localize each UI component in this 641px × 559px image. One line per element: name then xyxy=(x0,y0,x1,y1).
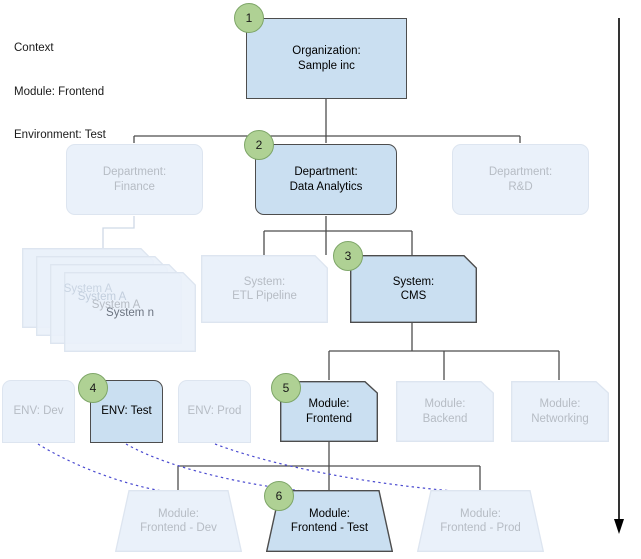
system-stack-label-3: System A xyxy=(91,299,141,311)
node-env-prod[interactable]: ENV: Prod xyxy=(178,380,251,443)
node-department-data-analytics-label: Department: Data Analytics xyxy=(289,166,363,193)
node-system-cms-shape xyxy=(350,255,477,323)
system-stack-sheet-4 xyxy=(64,272,196,352)
context-title: Context xyxy=(14,42,54,54)
node-module-frontend-shape xyxy=(280,381,378,442)
node-module-frontend-test[interactable]: Module: Frontend - Test xyxy=(266,490,393,552)
node-module-backend-label: Module: Backend xyxy=(422,398,468,425)
node-module-frontend-dev[interactable]: Module: Frontend - Dev xyxy=(115,490,242,552)
step-badge-4-number: 4 xyxy=(89,381,97,395)
node-module-backend[interactable]: Module: Backend xyxy=(396,381,494,442)
context-environment: Environment: Test xyxy=(14,129,106,141)
node-module-networking-shape xyxy=(511,381,609,442)
system-stack-label-1: System A xyxy=(63,283,113,295)
node-system-cms[interactable]: System: CMS xyxy=(350,255,477,323)
node-system-etl-pipeline[interactable]: System: ETL Pipeline xyxy=(201,255,328,323)
node-organization-label: Organization: Sample inc xyxy=(292,45,361,72)
node-env-prod-label: ENV: Prod xyxy=(187,405,242,418)
context-legend: Context Module: Frontend Environment: Te… xyxy=(14,12,106,172)
node-department-rnd[interactable]: Department: R&D xyxy=(452,144,589,215)
node-module-frontend[interactable]: Module: Frontend xyxy=(280,381,378,442)
node-env-dev-label: ENV: Dev xyxy=(13,405,64,418)
system-stack-label-2: System A xyxy=(77,291,127,303)
step-badge-2: 2 xyxy=(244,130,274,160)
node-department-rnd-label: Department: R&D xyxy=(488,166,553,193)
node-module-frontend-prod-shape xyxy=(417,490,544,552)
node-module-frontend-dev-label: Module: Frontend - Dev xyxy=(140,507,217,535)
node-module-networking[interactable]: Module: Networking xyxy=(511,381,609,442)
node-department-data-analytics[interactable]: Department: Data Analytics xyxy=(255,144,397,215)
node-module-backend-shape xyxy=(396,381,494,442)
node-module-frontend-prod[interactable]: Module: Frontend - Prod xyxy=(417,490,544,552)
step-badge-3-number: 3 xyxy=(344,249,352,263)
node-module-frontend-label: Module: Frontend xyxy=(305,398,353,425)
node-module-frontend-prod-label: Module: Frontend - Prod xyxy=(440,507,521,535)
system-stack-label-4: System n xyxy=(106,307,154,319)
node-system-stack[interactable]: System A System A System A System n xyxy=(22,248,196,353)
node-organization[interactable]: Organization: Sample inc xyxy=(246,18,407,99)
node-system-etl-pipeline-shape xyxy=(201,255,328,323)
step-badge-5-number: 5 xyxy=(282,381,290,395)
node-env-dev[interactable]: ENV: Dev xyxy=(2,380,75,443)
step-badge-1: 1 xyxy=(234,3,264,33)
node-module-frontend-test-shape xyxy=(266,490,393,552)
step-badge-3: 3 xyxy=(333,241,363,271)
step-badge-6-number: 6 xyxy=(275,489,283,503)
node-department-finance-label: Department: Finance xyxy=(102,166,167,193)
node-module-frontend-dev-shape xyxy=(115,490,242,552)
flow-arrow-head xyxy=(614,519,624,534)
context-module: Module: Frontend xyxy=(14,85,105,98)
step-badge-6: 6 xyxy=(264,481,294,511)
step-badge-4: 4 xyxy=(78,373,108,403)
node-department-finance[interactable]: Department: Finance xyxy=(66,144,203,215)
step-badge-1-number: 1 xyxy=(245,11,253,25)
node-module-frontend-test-label: Module: Frontend - Test xyxy=(290,507,369,535)
node-module-networking-label: Module: Networking xyxy=(531,398,589,425)
node-system-cms-label: System: CMS xyxy=(392,275,435,303)
node-env-test-label: ENV: Test xyxy=(101,405,152,418)
node-system-etl-pipeline-label: System: ETL Pipeline xyxy=(232,275,297,303)
step-badge-5: 5 xyxy=(271,373,301,403)
step-badge-2-number: 2 xyxy=(255,138,263,152)
